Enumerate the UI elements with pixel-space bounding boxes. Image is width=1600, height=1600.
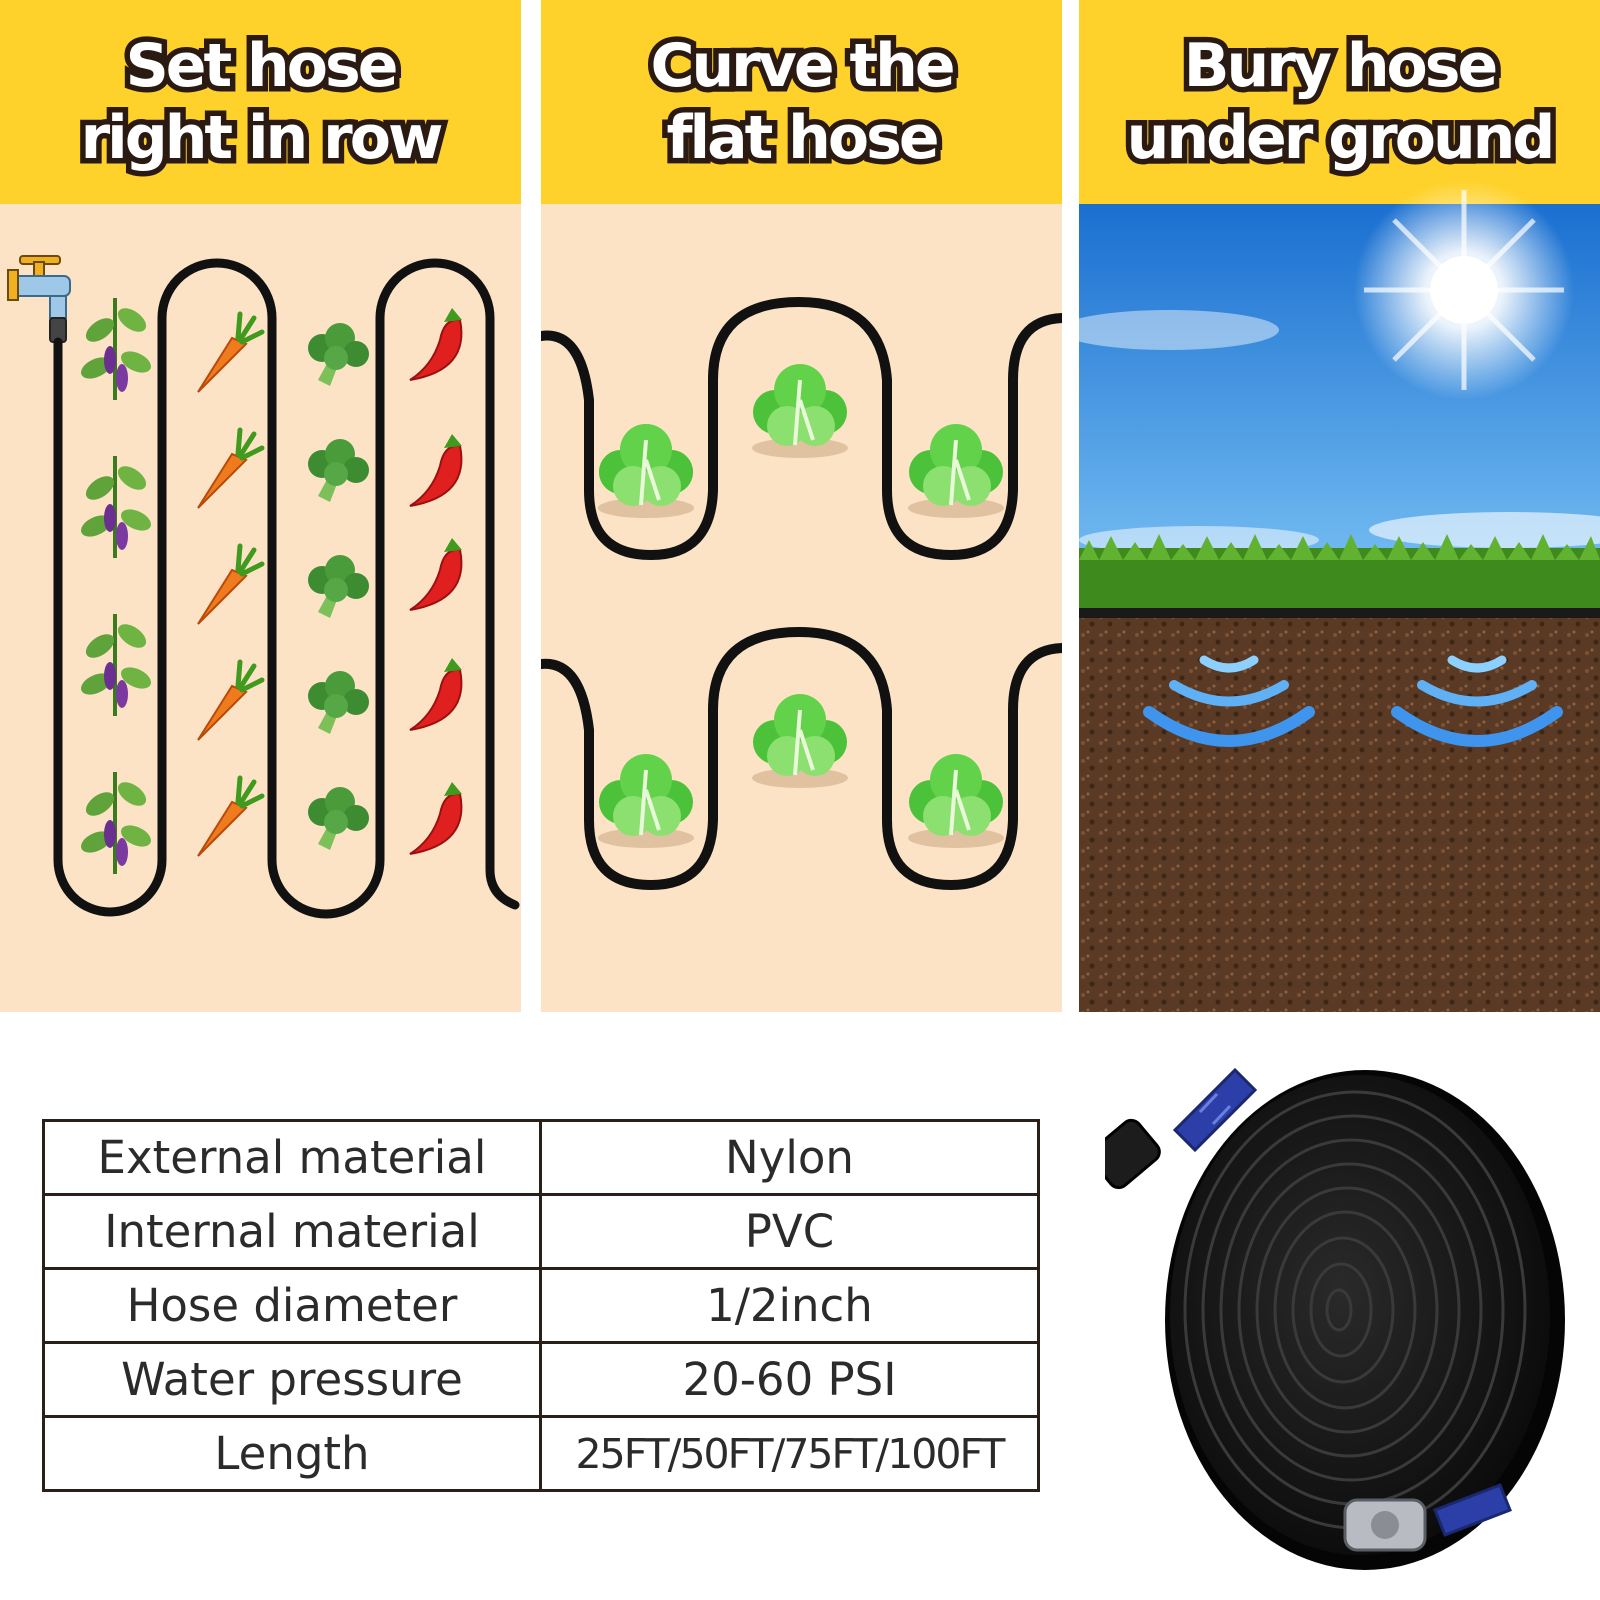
- spec-value: Nylon: [538, 1119, 1041, 1196]
- panel-illustration: [541, 204, 1062, 1012]
- panel-set-hose-in-row: Set hose right in row: [0, 0, 521, 1012]
- buried-hose-illustration: [1079, 180, 1600, 1012]
- panel-title: Set hose right in row: [75, 26, 449, 179]
- hose-path: [541, 296, 1062, 561]
- panel-title: Curve the flat hose: [645, 26, 961, 179]
- chili-pepper-icon: [409, 308, 463, 381]
- hose-connector: [1343, 1483, 1512, 1552]
- spec-value: PVC: [538, 1193, 1041, 1270]
- table-row: Water pressure 20-60 PSI: [42, 1341, 1041, 1418]
- table-row: Internal material PVC: [42, 1193, 1041, 1270]
- buried-hose: [1079, 608, 1600, 618]
- spec-value: 20-60 PSI: [538, 1341, 1041, 1418]
- curve-hose-illustration: [541, 296, 1062, 891]
- panel-title: Bury hose under ground: [1121, 26, 1561, 179]
- table-row: Length 25FT/50FT/75FT/100FT: [42, 1415, 1041, 1492]
- sun-icon: [1354, 180, 1574, 400]
- panel-header: Bury hose under ground: [1079, 0, 1600, 204]
- spec-value: 25FT/50FT/75FT/100FT: [538, 1415, 1041, 1492]
- faucet-icon: [7, 255, 71, 343]
- hose-connector: [1105, 1067, 1258, 1190]
- spec-label: Hose diameter: [42, 1267, 542, 1344]
- eggplant-icon: [81, 298, 151, 400]
- panel-bury-hose: Bury hose under ground: [1079, 0, 1600, 1012]
- water-wave-icon: [1143, 655, 1563, 747]
- spec-value: 1/2inch: [538, 1267, 1041, 1344]
- table-row: Hose diameter 1/2inch: [42, 1267, 1041, 1344]
- table-row: External material Nylon: [42, 1119, 1041, 1196]
- hose-path: [541, 626, 1062, 891]
- soil: [1079, 610, 1600, 1012]
- spec-table: External material Nylon Internal materia…: [42, 1119, 1041, 1492]
- hose-path: [53, 258, 520, 919]
- spec-label: Water pressure: [42, 1341, 542, 1418]
- panel-header: Curve the flat hose: [541, 0, 1062, 204]
- spec-label: External material: [42, 1119, 542, 1196]
- carrot-icon: [197, 311, 265, 393]
- panel-illustration: [0, 204, 521, 1012]
- broccoli-icon: [308, 323, 369, 386]
- spec-label: Length: [42, 1415, 542, 1492]
- row-hose-illustration: [7, 255, 520, 919]
- coiled-hose-icon: [1105, 1067, 1565, 1570]
- panel-header: Set hose right in row: [0, 0, 521, 204]
- spec-label: Internal material: [42, 1193, 542, 1270]
- panel-curve-flat-hose: Curve the flat hose: [541, 0, 1062, 1012]
